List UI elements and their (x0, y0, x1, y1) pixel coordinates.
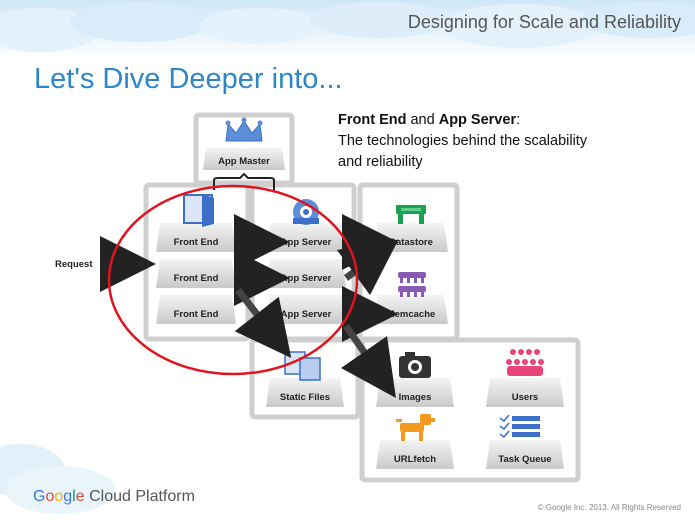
images-label: Images (399, 392, 432, 403)
description-line3: and reliability (338, 154, 423, 170)
description: Front End and App Server: The technologi… (338, 110, 668, 173)
highlight-ellipse (107, 184, 359, 376)
brace (213, 172, 275, 190)
cloud-banner (0, 0, 695, 60)
static-files-platform (266, 378, 344, 407)
dog-icon (396, 414, 435, 441)
app-server-label: App Server (281, 273, 332, 284)
copyright: © Google Inc. 2013. All Rights Reserved (537, 503, 681, 512)
description-colon: : (516, 112, 521, 128)
camera-icon (399, 352, 431, 378)
users-label: Users (512, 392, 538, 403)
front-end-label: Front End (174, 309, 219, 320)
description-front-end: Front End (338, 112, 407, 128)
cloud-corner (0, 444, 115, 514)
front-end-label: Front End (174, 273, 219, 284)
app-server-label: App Server (281, 309, 332, 320)
static-files-label: Static Files (280, 392, 330, 403)
section-topic: Designing for Scale and Reliability (407, 12, 681, 32)
datastore-label: Datastore (389, 237, 433, 248)
google-cloud-platform-logo: Google Cloud Platform (33, 488, 195, 505)
description-app-server: App Server (438, 112, 517, 128)
app-master-platform (203, 148, 285, 170)
door-icon (183, 194, 214, 227)
users-icon (506, 349, 544, 376)
front-end-label: Front End (174, 237, 219, 248)
users-platform (486, 378, 564, 407)
services-frame (359, 337, 581, 483)
appengine-icon (293, 199, 319, 225)
task-list-icon (499, 414, 540, 439)
urlfetch-platform (376, 440, 454, 469)
memcache-label: Memcache (387, 309, 436, 320)
crown-icon (225, 117, 263, 142)
task-queue-label: Task Queue (498, 454, 551, 465)
description-and: and (406, 112, 439, 128)
description-line2: The technologies behind the scalability (338, 133, 588, 149)
slide-title: Let's Dive Deeper into... (34, 63, 343, 95)
request-label: Request (55, 259, 93, 270)
datastore-icon (396, 205, 426, 224)
task-queue-platform (486, 440, 564, 469)
urlfetch-label: URLfetch (394, 454, 436, 465)
app-master-label: App Master (218, 156, 270, 167)
app-server-label: App Server (281, 237, 332, 248)
memcache-icon (398, 272, 426, 297)
static-files-icon (284, 351, 321, 381)
front-end-platforms (156, 223, 236, 324)
brand-rest: Cloud Platform (84, 488, 195, 505)
